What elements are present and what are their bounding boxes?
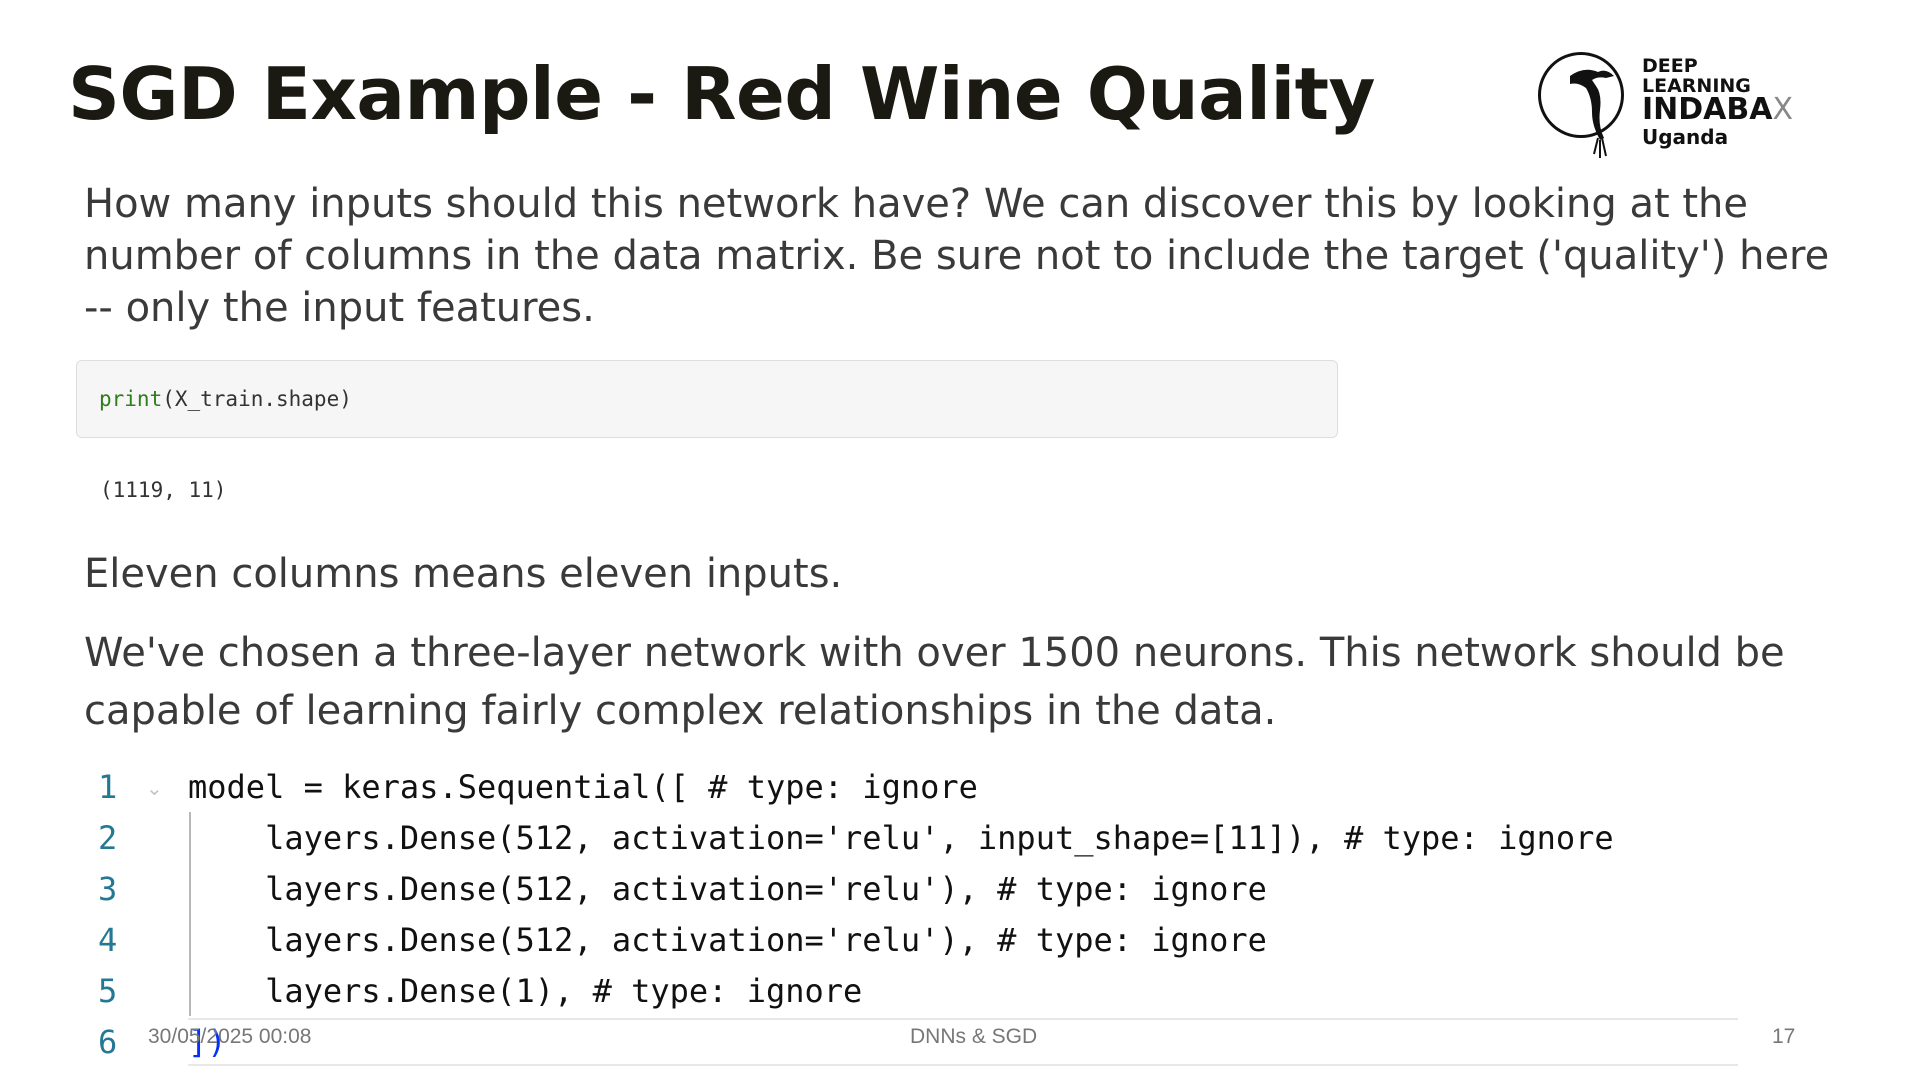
line-number: 3 (98, 870, 118, 908)
deep-learning-indaba-logo: DEEP LEARNING INDABAX Uganda (1534, 50, 1794, 158)
code-cell-text: print(X_train.shape) (99, 387, 352, 411)
code-line[interactable]: layers.Dense(512, activation='relu'), # … (188, 921, 1267, 959)
code-line[interactable]: layers.Dense(1), # type: ignore (188, 972, 863, 1010)
footer-date: 30/05/2025 00:08 (148, 1025, 312, 1048)
cell-output: (1119, 11) (100, 478, 227, 502)
logo-text-deep: DEEP (1642, 55, 1698, 77)
eleven-inputs-paragraph: Eleven columns means eleven inputs. (84, 551, 843, 597)
print-arguments: (X_train.shape) (162, 387, 352, 411)
logo-x-mark: X (1772, 92, 1794, 127)
line-number: 6 (98, 1023, 118, 1061)
code-line[interactable]: layers.Dense(512, activation='relu', inp… (188, 819, 1614, 857)
line-number: 4 (98, 921, 118, 959)
intro-paragraph: How many inputs should this network have… (84, 181, 1830, 331)
print-function: print (99, 387, 163, 411)
line-number: 1 (98, 768, 118, 806)
code-line[interactable]: layers.Dense(512, activation='relu'), # … (188, 870, 1267, 908)
logo-indaba-word: INDABA (1642, 92, 1773, 127)
logo-text-indaba: INDABAX (1642, 94, 1793, 126)
network-description-paragraph: We've chosen a three-layer network with … (84, 630, 1785, 734)
logo-text-uganda: Uganda (1642, 125, 1729, 149)
tree-icon (1570, 69, 1614, 158)
indent-guide (189, 812, 191, 1016)
code-cell[interactable]: print(X_train.shape) (76, 360, 1338, 438)
code-line[interactable]: ]) (188, 1023, 227, 1061)
logo-text-learning: LEARNING (1642, 75, 1751, 97)
fold-chevron-icon[interactable]: ⌄ (146, 776, 163, 800)
footer-page-number: 17 (1772, 1025, 1796, 1048)
code-line[interactable]: model = keras.Sequential([ # type: ignor… (188, 768, 978, 806)
footer-title: DNNs & SGD (910, 1025, 1038, 1048)
editor-divider (188, 1064, 1738, 1066)
line-number: 2 (98, 819, 118, 857)
slide-title: SGD Example - Red Wine Quality (68, 52, 1375, 136)
editor-divider (188, 1018, 1738, 1020)
logo-circle (1538, 52, 1624, 138)
line-number: 5 (98, 972, 118, 1010)
